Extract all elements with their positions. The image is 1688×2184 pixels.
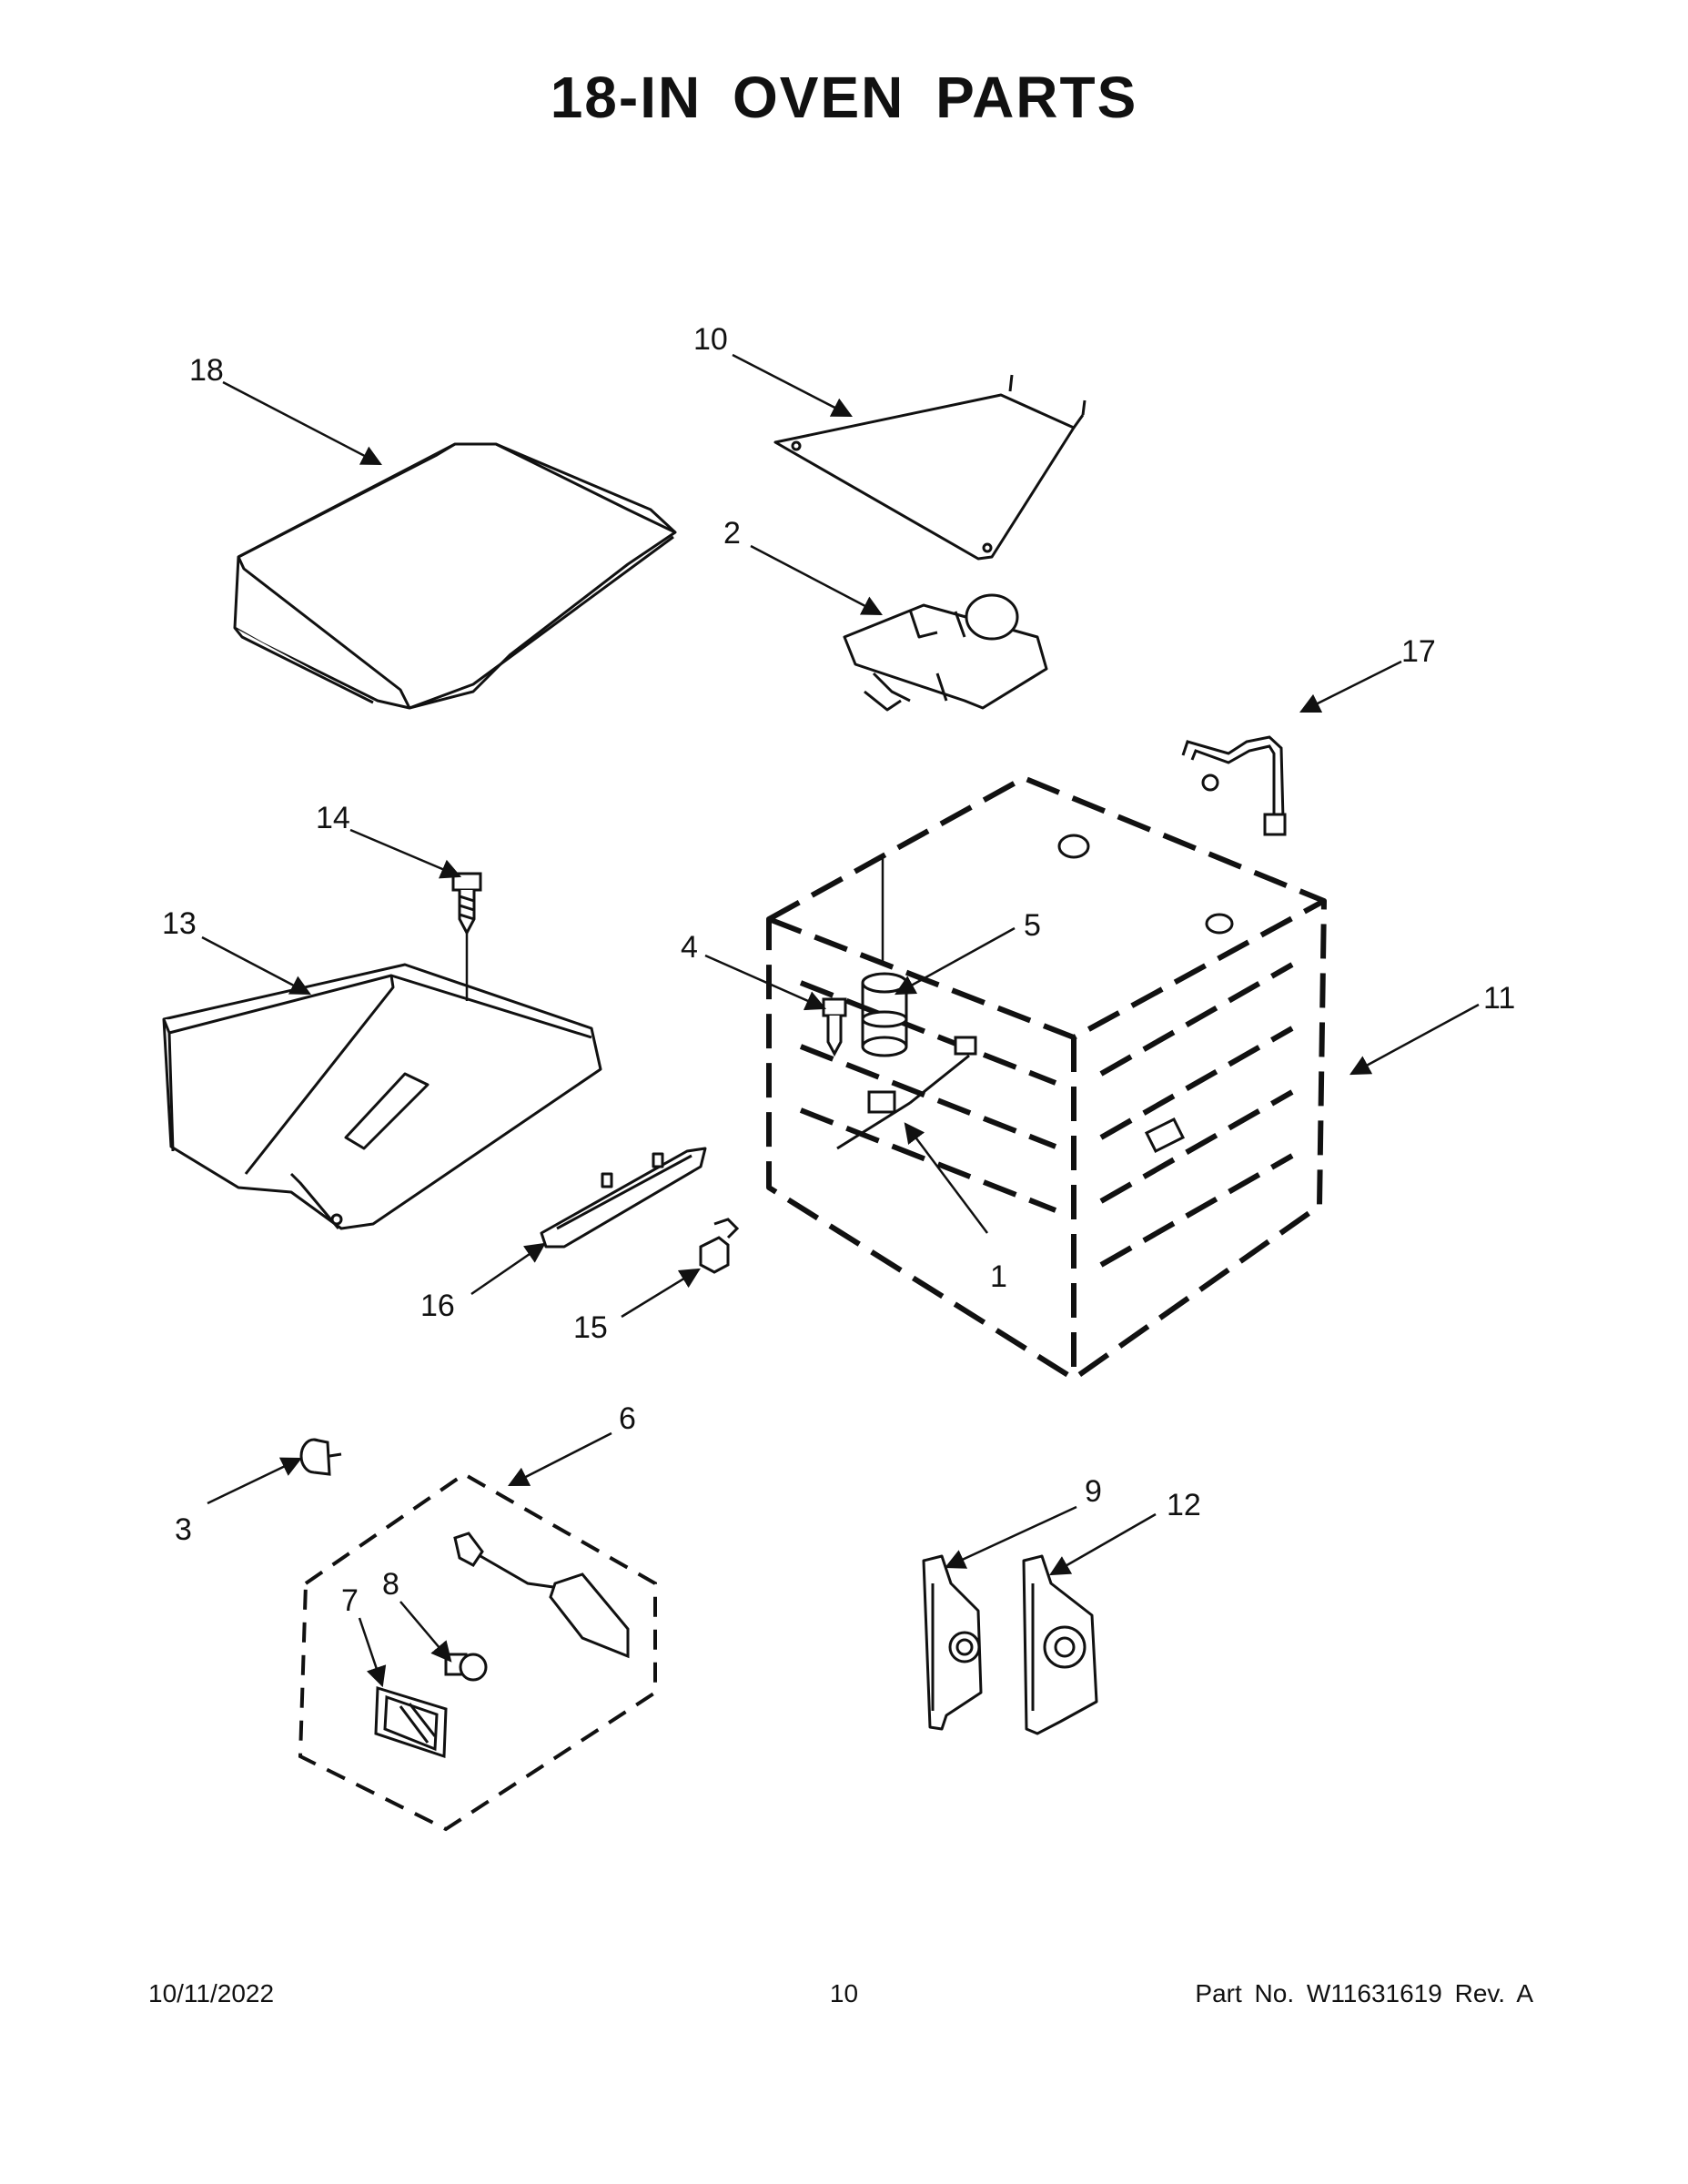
- callout-12: 12: [1167, 1488, 1201, 1522]
- part-12-hinge: [1022, 1554, 1098, 1735]
- leader-10: [732, 353, 854, 418]
- leader-1: [904, 1122, 988, 1234]
- part-3-knob: [299, 1438, 342, 1476]
- footer-date: 10/11/2022: [148, 1979, 275, 2007]
- leader-3: [207, 1457, 303, 1505]
- callout-13: 13: [162, 906, 197, 941]
- part-7-lens: [374, 1685, 448, 1759]
- callout-7: 7: [341, 1583, 359, 1618]
- leader-18: [222, 380, 382, 466]
- leader-7: [358, 1617, 387, 1688]
- part-17-tube: [1181, 735, 1287, 836]
- callouts: 18 10 2 17 14 13 4 5 11 1 16 15 6 3 8 7 …: [162, 322, 1515, 1618]
- part-6-light-housing: [453, 1532, 630, 1659]
- callout-11: 11: [1483, 981, 1515, 1016]
- leader-13: [201, 935, 311, 996]
- part-15-clip: [699, 1218, 740, 1274]
- part-14-screw: [451, 872, 482, 936]
- leader-8: [399, 1601, 452, 1663]
- leader-4: [704, 954, 827, 1011]
- part-10-bracket: [773, 374, 1087, 561]
- callout-9: 9: [1085, 1474, 1102, 1509]
- callout-2: 2: [723, 516, 741, 551]
- leader-6: [507, 1431, 612, 1487]
- leader-15: [621, 1268, 701, 1319]
- leader-14: [349, 828, 462, 879]
- callout-3: 3: [175, 1512, 192, 1547]
- page-title: 18-IN OVEN PARTS: [550, 65, 1138, 130]
- leader-2: [750, 544, 883, 616]
- leader-12: [1049, 1512, 1157, 1576]
- footer-part-number: Part No. W11631619 Rev. A: [1195, 1979, 1533, 2007]
- leader-9: [944, 1505, 1077, 1569]
- part-18-top-cover: [233, 442, 677, 710]
- callout-5: 5: [1024, 908, 1041, 943]
- callout-1: 1: [990, 1259, 1007, 1294]
- leader-lines: [201, 353, 1480, 1688]
- part-1-probe: [836, 1036, 977, 1150]
- leader-5: [895, 926, 1016, 996]
- part-11-oven-cavity: [766, 775, 1327, 1381]
- part-8-bulb: [444, 1653, 488, 1682]
- leader-11: [1349, 1003, 1480, 1076]
- part-4-screw: [822, 997, 847, 1057]
- callout-10: 10: [693, 322, 728, 357]
- part-9-hinge: [922, 1554, 983, 1731]
- callout-18: 18: [189, 353, 224, 388]
- callout-16: 16: [420, 1289, 455, 1323]
- part-2-valve-assembly: [843, 593, 1048, 712]
- part-16-igniter: [540, 1147, 707, 1249]
- callout-6: 6: [619, 1401, 636, 1436]
- part-13-pan: [162, 963, 602, 1230]
- callout-15: 15: [573, 1310, 608, 1345]
- part-6-light-assembly: [298, 1471, 657, 1832]
- callout-4: 4: [681, 930, 698, 965]
- callout-8: 8: [382, 1567, 399, 1602]
- callout-17: 17: [1401, 634, 1436, 669]
- footer-page-number: 10: [829, 1979, 859, 2007]
- callout-14: 14: [316, 801, 350, 835]
- leader-16: [470, 1242, 546, 1296]
- leader-17: [1299, 660, 1402, 713]
- part-11-cavity-details: [1057, 834, 1234, 1154]
- part-5-sensor: [861, 972, 908, 1057]
